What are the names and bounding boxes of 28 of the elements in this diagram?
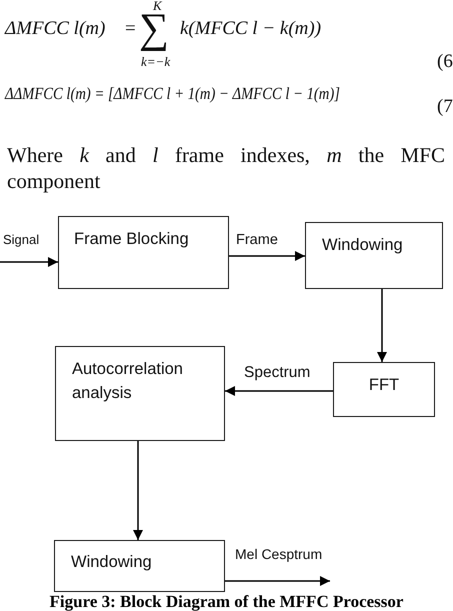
arrow (229, 251, 305, 261)
body-text: Where k and l frame indexes, m the MFC component (7, 142, 445, 194)
step-label: FFT (368, 375, 400, 396)
arrow (225, 576, 330, 586)
equation-number: (6 (437, 50, 453, 74)
equals-sign: = (125, 17, 136, 41)
equation: ΔΔMFCC l(m) = [ΔMFCC l + 1(m) − ΔMFCC l − 1(m)] (5, 83, 340, 104)
step-label: Frame Blocking (74, 229, 190, 250)
process-box (58, 216, 229, 289)
process-box (305, 222, 443, 289)
step-label: Windowing (322, 235, 404, 256)
figure-caption: Figure 3: Block Diagram of the MFFC Processor (48, 593, 404, 611)
arrow (225, 386, 333, 396)
equation-term: k(MFCC l − k(m)) (180, 17, 322, 41)
step-label: Autocorrelation analysis (72, 359, 184, 404)
arrow (133, 441, 143, 540)
edge-label: Mel Cesptrum (235, 546, 322, 562)
step-label: Windowing (71, 552, 153, 573)
equation-term: ΔMFCC l(m) (5, 17, 106, 41)
equation-number: (7 (437, 95, 453, 119)
process-box (55, 346, 225, 441)
arrow (377, 289, 387, 362)
process-box (54, 540, 225, 592)
sum-lower-limit: k=−k (141, 54, 170, 70)
process-box (333, 362, 435, 417)
edge-label: Signal (3, 233, 40, 248)
edge-label: Spectrum (244, 364, 310, 382)
arrow (0, 257, 58, 267)
